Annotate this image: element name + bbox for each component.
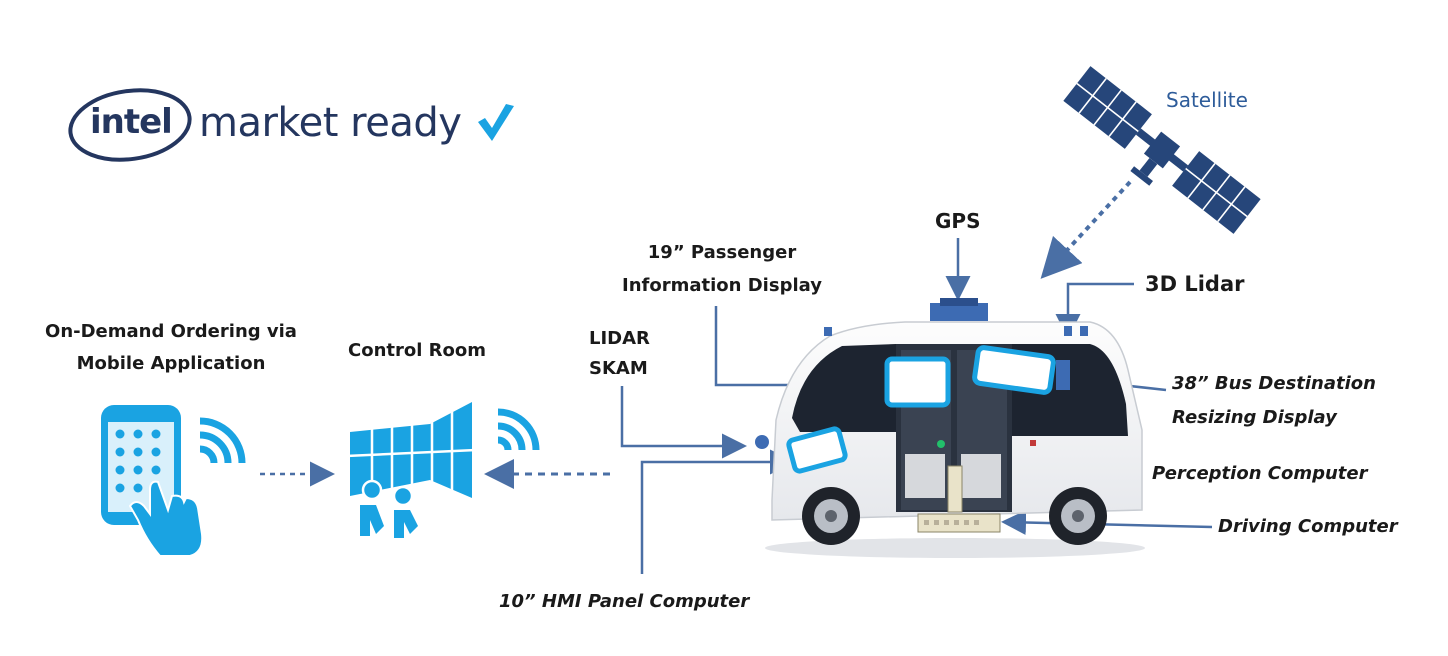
passenger-display-line1: 19” Passenger xyxy=(647,242,797,263)
driving-computer-label: Driving Computer xyxy=(1218,516,1398,537)
lidar-skam-label: LIDAR SKAM xyxy=(589,324,650,384)
market-ready-text: market ready xyxy=(199,100,462,146)
ordering-line1: On-Demand Ordering via xyxy=(45,321,297,342)
bus-destination-line2: Resizing Display xyxy=(1172,407,1337,428)
lidar-skam-line2: SKAM xyxy=(589,358,648,379)
hmi-panel-label: 10” HMI Panel Computer xyxy=(499,591,750,612)
ordering-line2: Mobile Application xyxy=(76,353,266,374)
control-room-label: Control Room xyxy=(348,340,487,361)
satellite-label: Satellite xyxy=(1166,88,1248,112)
intel-wordmark: intel xyxy=(90,102,173,142)
3d-lidar-label: 3D Lidar xyxy=(1145,272,1245,296)
ordering-label: On-Demand Ordering via Mobile Applicatio… xyxy=(16,316,326,380)
passenger-display-line2: Information Display xyxy=(622,275,822,296)
perception-computer-label: Perception Computer xyxy=(1152,463,1368,484)
bus-destination-line1: 38” Bus Destination xyxy=(1172,373,1376,394)
lidar-skam-line1: LIDAR xyxy=(589,328,650,349)
passenger-display-label: 19” Passenger Information Display xyxy=(612,236,832,302)
gps-label: GPS xyxy=(935,209,981,233)
bus-destination-label: 38” Bus Destination Resizing Display xyxy=(1172,367,1376,435)
